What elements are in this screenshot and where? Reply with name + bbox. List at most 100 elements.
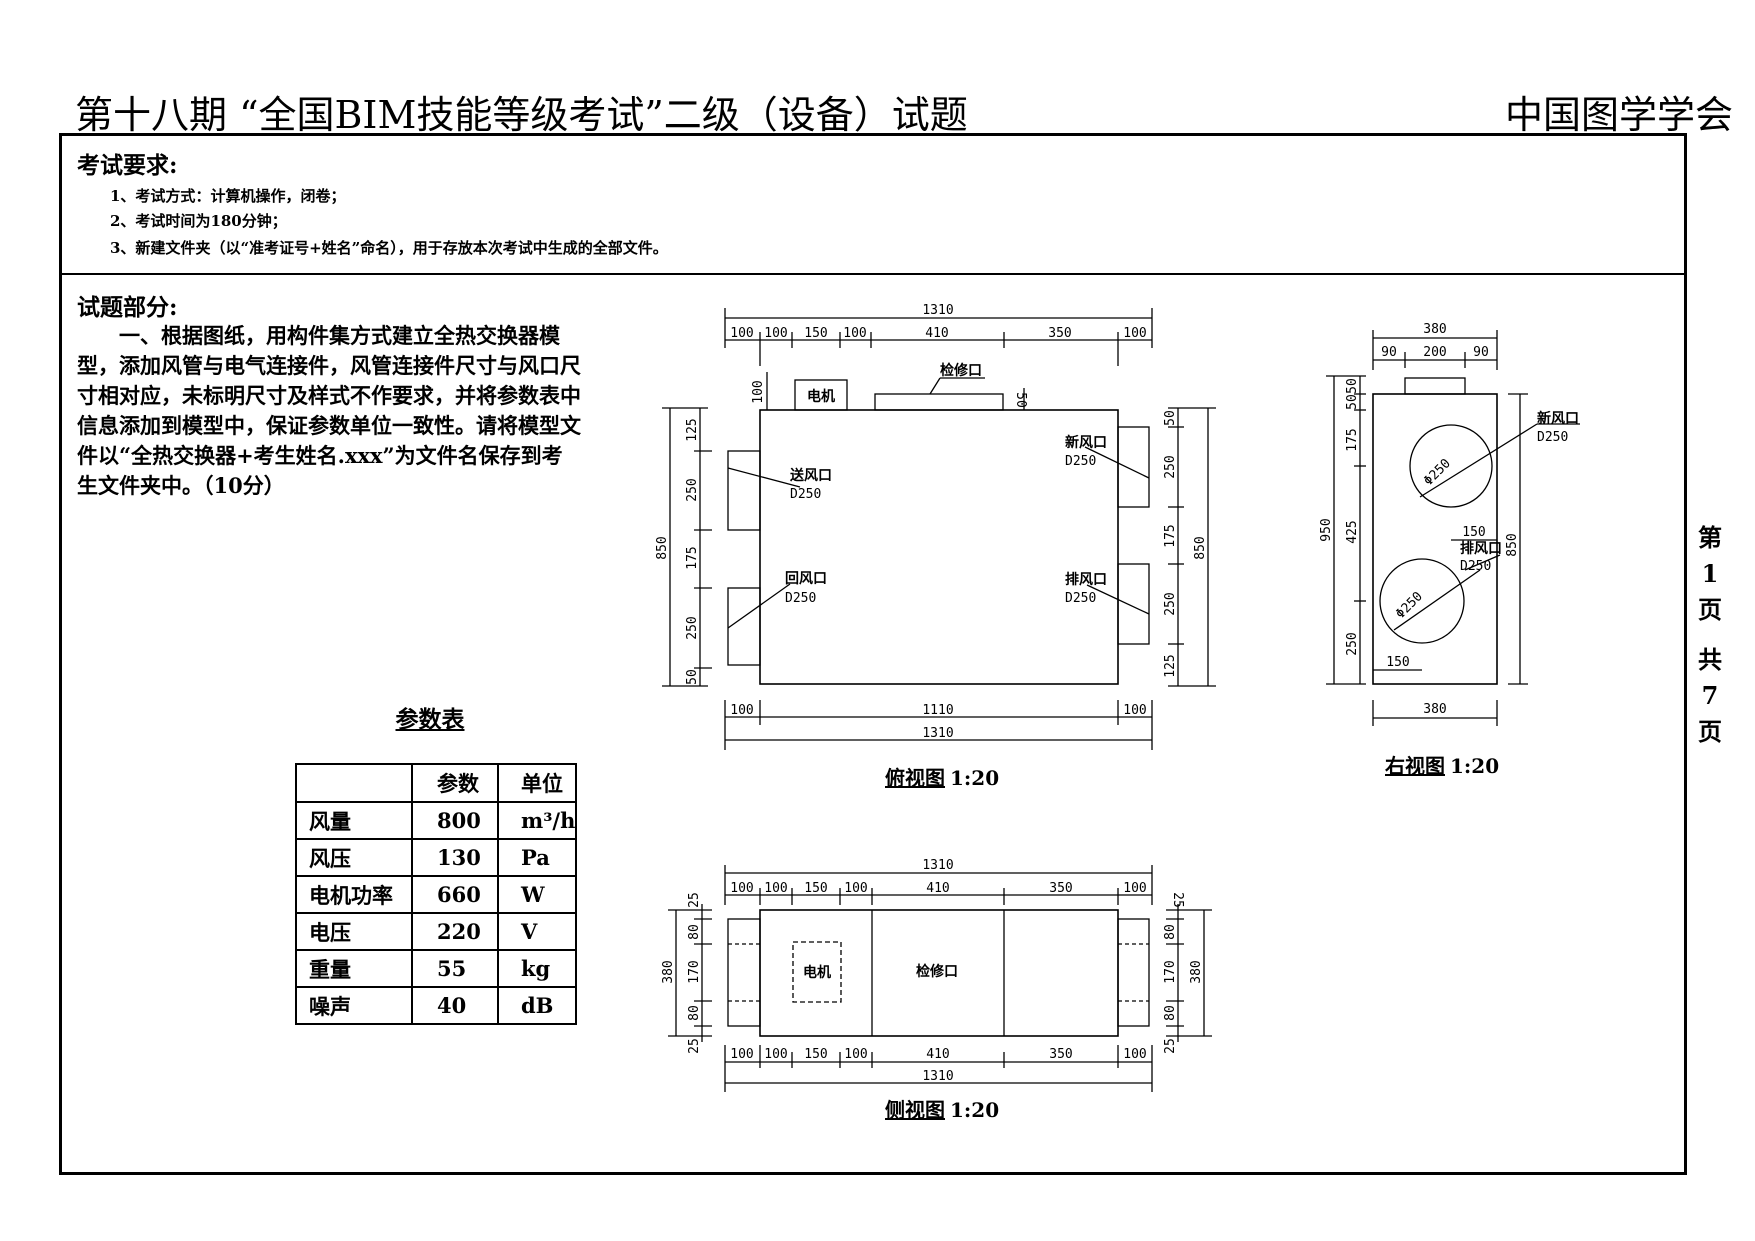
side-view: 电机 检修口 1310 100 100 150 100 410 350 100	[661, 858, 1212, 1122]
dim-text: 170	[687, 960, 702, 983]
requirement-item-1: 1、考试方式：计算机操作，闭卷；	[110, 187, 346, 205]
dim-text: 250	[685, 616, 700, 639]
dim-text: 100	[844, 1047, 867, 1062]
label-fresh-port: 新风口	[1537, 410, 1579, 427]
dim-text: 125	[685, 418, 700, 441]
label-hatch: 检修口	[940, 362, 982, 379]
dim-text: 175	[685, 546, 700, 569]
page-total: 7	[1701, 681, 1719, 710]
side-view-caption: 侧视图	[885, 1098, 945, 1122]
fresh-duct	[1117, 426, 1150, 508]
param-name: 电压	[295, 912, 413, 951]
dim-text: 380	[1423, 702, 1446, 717]
dim-text: 100	[730, 881, 753, 896]
dim-text: 25	[1170, 892, 1185, 908]
table-row: 噪声 40 dB	[295, 986, 578, 1025]
top-view-top-ticks	[759, 332, 1119, 366]
dim-text: 100	[1123, 881, 1146, 896]
requirements-heading: 考试要求:	[77, 152, 178, 179]
dim-text: Φ250	[1393, 589, 1426, 622]
label-duct-size: D250	[785, 591, 816, 606]
dim-text: 25	[687, 1038, 702, 1054]
dim-text: 100	[764, 1047, 787, 1062]
fresh-air-circle	[1409, 424, 1493, 508]
dim-text: 50	[1345, 378, 1360, 394]
page-char: 第	[1698, 523, 1722, 552]
label-fresh-port: 新风口	[1065, 434, 1107, 451]
dim-text: 125	[1163, 654, 1178, 677]
dim-text: 1310	[922, 858, 953, 873]
right-view-scale: 1:20	[1450, 754, 1499, 778]
dim-text: 170	[1163, 960, 1178, 983]
page-char: 共	[1698, 645, 1722, 674]
label-exhaust-port: 排风口	[1065, 571, 1107, 588]
label-duct-size: D250	[1065, 454, 1096, 469]
dim-text: 80	[687, 924, 702, 940]
top-view-motor	[794, 379, 848, 411]
dim-text: 50	[1163, 410, 1178, 426]
top-view-scale: 1:20	[950, 766, 999, 790]
label-motor: 电机	[807, 388, 835, 405]
param-unit: m³/h	[496, 801, 578, 840]
page-number: 1	[1701, 559, 1719, 588]
dim-text: Φ250	[1421, 456, 1454, 489]
dim-text: 100	[1123, 1047, 1146, 1062]
dim-text: 250	[1345, 632, 1360, 655]
dim-text: 150	[804, 1047, 827, 1062]
dim-text: 175	[1163, 524, 1178, 547]
side-view-right-duct	[1117, 918, 1150, 1027]
dim-text: 100	[730, 703, 753, 718]
label-duct-size: D250	[790, 487, 821, 502]
dim-text: 80	[1163, 1005, 1178, 1021]
dim-text: 100	[844, 881, 867, 896]
top-view-body	[759, 409, 1119, 685]
task-heading: 试题部分:	[77, 294, 178, 321]
param-value: 55	[411, 949, 499, 988]
table-row: 风压 130 Pa	[295, 838, 578, 877]
dim-text: 350	[1048, 326, 1071, 341]
page-char: 页	[1698, 595, 1722, 624]
dim-text: 90	[1473, 345, 1489, 360]
param-table-title: 参数表	[395, 706, 465, 733]
label-exhaust-port: 排风口	[1460, 540, 1502, 557]
param-unit: V	[496, 912, 578, 951]
dim-text: 1310	[922, 726, 953, 741]
param-value: 660	[411, 875, 499, 914]
dim-text: 150	[1386, 655, 1409, 670]
dim-text: 100	[764, 326, 787, 341]
param-unit: dB	[496, 986, 578, 1025]
dim-text: 425	[1345, 520, 1360, 543]
param-header-unit: 单位	[496, 763, 578, 803]
param-value: 130	[411, 838, 499, 877]
right-view: 新风口 D250 排风口 D250 Φ250 Φ250 150 150 380 …	[1319, 322, 1580, 778]
task-text: 一、根据图纸，用构件集方式建立全热交换器模型，添加风管与电气连接件，风管连接件尺…	[77, 323, 581, 498]
dim-text: 100	[730, 326, 753, 341]
exhaust-air-circle	[1379, 558, 1465, 644]
dim-text: 100	[1123, 326, 1146, 341]
dim-text: 200	[1423, 345, 1446, 360]
dim-text: 100	[730, 1047, 753, 1062]
dim-text: 1110	[922, 703, 953, 718]
top-view-hatch	[874, 393, 1004, 411]
dim-text: 100	[764, 881, 787, 896]
dim-text: 850	[655, 536, 670, 559]
dim-text: 175	[1345, 428, 1360, 451]
label-duct-size: D250	[1460, 559, 1491, 574]
dim-text: 950	[1319, 518, 1334, 541]
param-table-header: 参数 单位	[295, 763, 578, 803]
right-view-top-box	[1404, 377, 1466, 395]
param-header-value: 参数	[411, 763, 499, 803]
dim-text: 410	[926, 881, 949, 896]
dim-text: 850	[1193, 536, 1208, 559]
param-name: 电机功率	[295, 875, 413, 914]
dim-text: 25	[1163, 1038, 1178, 1054]
dim-text: 80	[687, 1005, 702, 1021]
dim-text: 850	[1505, 533, 1520, 556]
param-name: 风压	[295, 838, 413, 877]
dim-text: 50	[1345, 394, 1360, 410]
dim-text: 150	[804, 881, 827, 896]
drawing-frame	[59, 133, 1687, 1175]
param-name: 重量	[295, 949, 413, 988]
right-view-caption: 右视图	[1385, 754, 1445, 778]
